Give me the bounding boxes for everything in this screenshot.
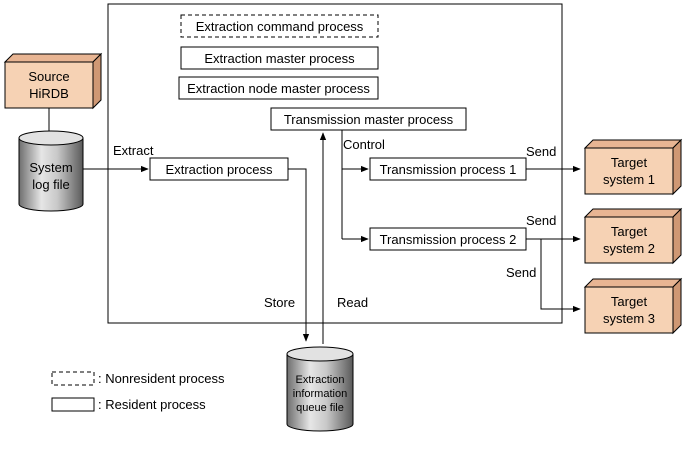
store-label: Store xyxy=(264,295,295,310)
target-system-2-label-line1: Target xyxy=(611,224,648,239)
extraction-node-master-process-label: Extraction node master process xyxy=(187,81,370,96)
target-system-3-box: Target system 3 xyxy=(583,277,683,335)
system-log-label-line2: log file xyxy=(32,177,70,192)
extraction-master-process-label: Extraction master process xyxy=(204,51,355,66)
read-label: Read xyxy=(337,295,368,310)
target-system-1-label-line2: system 1 xyxy=(603,172,655,187)
target-system-1-label-line1: Target xyxy=(611,155,648,170)
transmission-master-process-box xyxy=(270,107,467,131)
legend-nonresident-swatch xyxy=(51,371,95,386)
control-label: Control xyxy=(343,137,385,152)
target-system-2-label-line2: system 2 xyxy=(603,241,655,256)
transmission-process-1-label: Transmission process 1 xyxy=(380,162,517,177)
extraction-node-master-process-box xyxy=(178,76,379,100)
extraction-process-label: Extraction process xyxy=(166,162,273,177)
extract-label: Extract xyxy=(113,143,154,158)
transmission-process-2-label: Transmission process 2 xyxy=(380,232,517,247)
source-hirdb-label-line2: HiRDB xyxy=(29,86,69,101)
extraction-command-process-label: Extraction command process xyxy=(196,19,364,34)
extraction-command-process-box xyxy=(180,14,379,38)
send-label-3: Send xyxy=(506,265,536,280)
target-system-3-label-line1: Target xyxy=(611,294,648,309)
extraction-master-process-box xyxy=(180,46,379,70)
system-log-file-cylinder: System log file xyxy=(18,130,84,212)
queue-file-label-line2: information xyxy=(293,388,347,400)
target-system-1-box: Target system 1 xyxy=(583,138,683,196)
server-frame xyxy=(107,3,563,324)
transmission-master-process-label: Transmission master process xyxy=(284,112,454,127)
queue-file-label-line3: queue file xyxy=(296,402,344,414)
system-log-label-line1: System xyxy=(29,160,72,175)
legend-nonresident-label: : Nonresident process xyxy=(98,371,225,386)
legend: : Nonresident process : Resident process xyxy=(51,371,225,412)
send-arrow-3 xyxy=(540,239,581,313)
send-label-1: Send xyxy=(526,144,556,159)
source-hirdb-box: Source HiRDB xyxy=(3,52,103,110)
source-hirdb-label-line1: Source xyxy=(28,69,69,84)
queue-file-label-line1: Extraction xyxy=(296,374,345,386)
target-system-2-box: Target system 2 xyxy=(583,207,683,265)
store-arrow xyxy=(288,168,310,342)
send-label-2: Send xyxy=(526,213,556,228)
target-system-3-label-line2: system 3 xyxy=(603,311,655,326)
legend-resident-label: : Resident process xyxy=(98,397,206,412)
queue-file-cylinder: Extraction information queue file xyxy=(286,346,354,432)
legend-resident-swatch xyxy=(51,397,95,412)
